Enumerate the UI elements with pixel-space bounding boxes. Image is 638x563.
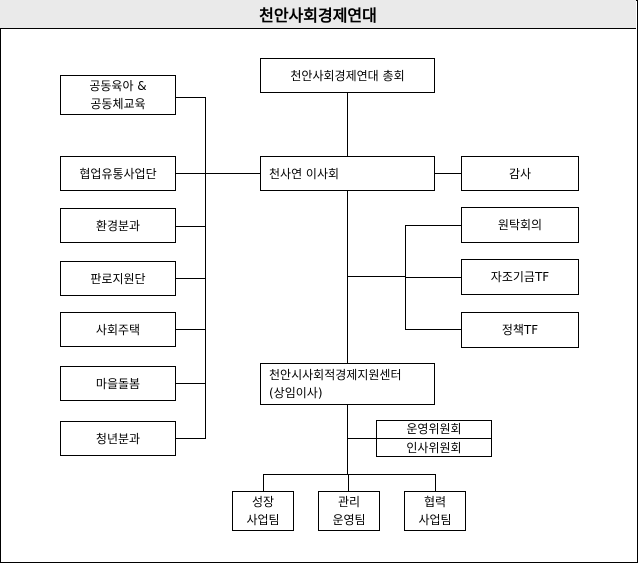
left-unit-label-4: 판로지원단 [90,271,146,286]
steering-committee-label: 운영위원회 [406,422,462,437]
cooperation-team-label-2: 사업팀 [418,513,452,527]
left-unit-sales-support: 판로지원단 [60,261,176,296]
connector-team-growth [263,474,264,492]
personnel-committee: 인사위원회 [377,438,491,457]
page-title: 천안사회경제연대 [0,0,636,29]
general-assembly-box: 천안사회경제연대 총회 [260,58,435,93]
left-unit-village-care: 마을돌봄 [60,366,176,401]
connector-right-3 [405,329,462,330]
connector-left-7 [175,438,206,439]
left-unit-label-1a: 공동육아 & [89,79,147,93]
left-unit-label-6: 마을돌봄 [95,376,141,391]
support-center-box: 천안시사회적경제지원센터 (상임이사) [260,363,435,405]
audit-box: 감사 [461,156,579,191]
committees-box: 운영위원회 인사위원회 [376,420,492,457]
connector-left-6 [175,383,206,384]
connector-left-5 [175,329,206,330]
left-unit-social-housing: 사회주택 [60,312,176,347]
connector-board-audit [434,173,462,174]
left-unit-label-2: 협업유통사업단 [79,166,157,181]
management-team-label-2: 운영팀 [332,513,366,527]
management-team-label-1: 관리 [337,495,361,509]
connector-left-3 [175,226,206,227]
general-assembly-label: 천안사회경제연대 총회 [290,68,405,83]
audit-label: 감사 [508,166,532,181]
support-center-role: (상임이사) [269,386,323,400]
connector-teams-bar [263,474,436,475]
left-unit-childcare: 공동육아 & 공동체교육 [60,75,176,115]
connector-left-spine [205,97,206,438]
growth-team-box: 성장 사업팀 [232,491,294,531]
connector-left-1 [175,97,206,98]
left-unit-label-5: 사회주택 [95,322,141,337]
steering-committee: 운영위원회 [377,421,491,439]
personnel-committee-label: 인사위원회 [406,440,462,455]
left-unit-label-3: 환경분과 [95,218,141,233]
left-unit-label-7: 청년분과 [95,431,141,446]
self-help-fund-tf-box: 자조기금TF [461,259,579,295]
connector-right-2 [405,277,462,278]
connector-assembly-board [347,92,348,157]
cooperation-team-label-1: 협력 [423,495,447,509]
growth-team-label-1: 성장 [251,495,275,509]
support-center-label: 천안시사회적경제지원센터 [269,368,402,382]
board-box: 천사연 이사회 [260,156,435,191]
growth-team-label-2: 사업팀 [246,513,280,527]
connector-spine-right [347,276,405,277]
connector-left-4 [175,278,206,279]
policy-tf-label: 정책TF [501,323,539,337]
connector-board-left [175,173,261,174]
left-unit-distribution: 협업유통사업단 [60,156,176,191]
roundtable-label: 원탁회의 [497,218,543,232]
left-unit-environment: 환경분과 [60,208,176,243]
management-team-box: 관리 운영팀 [318,491,380,531]
roundtable-box: 원탁회의 [461,207,579,243]
left-unit-youth: 청년분과 [60,421,176,456]
connector-center-committees [347,438,377,439]
connector-center-teams [347,404,348,474]
connector-team-management [348,474,349,492]
connector-team-cooperation [435,474,436,492]
cooperation-team-box: 협력 사업팀 [404,491,466,531]
policy-tf-box: 정책TF [461,312,579,348]
board-label: 천사연 이사회 [269,166,340,181]
left-unit-label-1b: 공동체교육 [90,97,146,111]
self-help-fund-tf-label: 자조기금TF [490,270,550,284]
connector-right-1 [405,225,462,226]
